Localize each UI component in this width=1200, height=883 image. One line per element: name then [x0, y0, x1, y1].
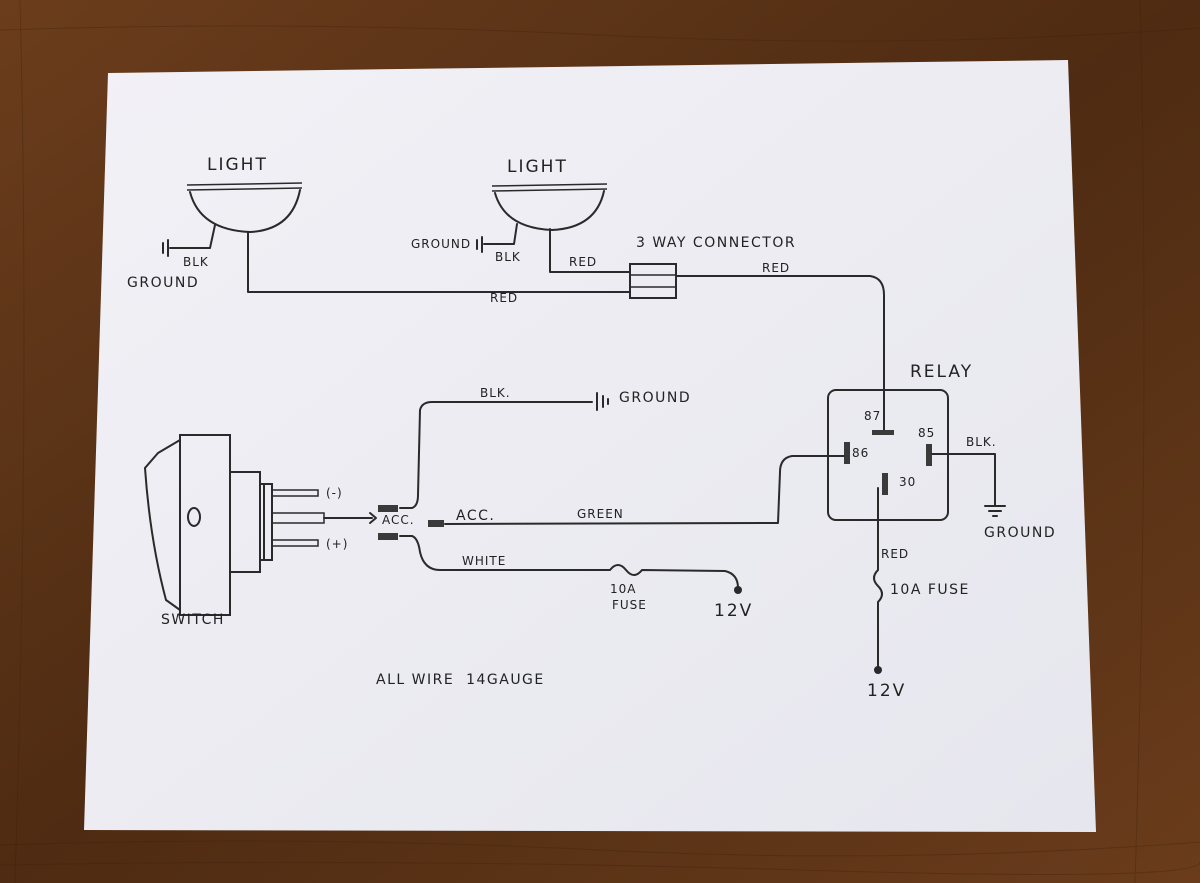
- blk-label-left: BLK: [183, 255, 209, 269]
- ground-label-mid: GROUND: [411, 237, 471, 251]
- relay-label: RELAY: [910, 362, 973, 382]
- switch-label: SWITCH: [161, 612, 225, 628]
- red-wire-to-relay-87: [675, 275, 885, 431]
- relay-pin-87: [872, 430, 894, 435]
- light-right-housing: [494, 190, 605, 231]
- battery-terminal-relay: [874, 666, 882, 674]
- relay-85-ground-wire: [931, 453, 996, 507]
- switch-prong-plus: [271, 539, 319, 547]
- red-label-relay: RED: [881, 547, 909, 561]
- three-way-connector: [629, 263, 677, 299]
- pin-85-label: 85: [918, 426, 935, 440]
- red-label-mid: RED: [569, 255, 597, 269]
- light-left-lens: [186, 182, 303, 186]
- white-label: WHITE: [462, 554, 506, 568]
- blk-label-switch: BLK.: [480, 386, 511, 400]
- fuse-label-left: FUSE: [612, 598, 647, 612]
- v12-label-left: 12V: [714, 601, 753, 621]
- acc-label-switch: ACC.: [382, 513, 415, 527]
- ground-label-relay: GROUND: [984, 525, 1056, 541]
- switch-terminal-power: [378, 533, 398, 540]
- paper-sheet: [84, 60, 1096, 832]
- connector-label: 3 WAY CONNECTOR: [636, 235, 796, 251]
- plus-label: (+): [326, 537, 348, 551]
- red-label-bottom: RED: [490, 291, 518, 305]
- blk-label-relay: BLK.: [966, 435, 997, 449]
- fuse-label-relay: 10A FUSE: [890, 582, 970, 598]
- relay-pin-30: [882, 473, 888, 495]
- v12-label-relay: 12V: [867, 681, 906, 701]
- green-label: GREEN: [577, 507, 624, 521]
- acc-wire-terminal: [428, 520, 444, 527]
- switch-indicator-icon: [187, 507, 201, 527]
- switch-terminal-ground: [378, 505, 398, 512]
- light-right-label: LIGHT: [507, 157, 568, 177]
- green-wire-acc-to-86: [444, 455, 845, 525]
- light-right-ground-wire: [483, 223, 518, 245]
- pin-30-label: 30: [899, 475, 916, 489]
- acc-label-wire: ACC.: [456, 508, 495, 524]
- switch-prong-minus: [271, 489, 319, 497]
- battery-terminal-switch: [734, 586, 742, 594]
- pin-86-label: 86: [852, 446, 869, 460]
- light-left-ground-wire: [169, 224, 216, 249]
- wire-gauge-note: ALL WIRE 14GAUGE: [376, 672, 545, 688]
- ground-label-left: GROUND: [127, 275, 199, 291]
- relay-30-fused-wire: [873, 487, 883, 669]
- fuse-amp-label-left: 10A: [610, 582, 636, 596]
- light-right-lens: [491, 183, 608, 187]
- switch-rocker: [143, 438, 181, 612]
- relay-pin-85: [926, 444, 932, 466]
- ground-label-switch: GROUND: [619, 390, 691, 406]
- light-left-housing: [189, 189, 301, 233]
- switch-blk-ground-wire: [399, 401, 593, 509]
- blk-label-mid: BLK: [495, 250, 521, 264]
- red-wire-left-light: [247, 231, 631, 293]
- white-fused-wire: [399, 535, 739, 589]
- light-left-label: LIGHT: [207, 155, 268, 175]
- red-label-top: RED: [762, 261, 790, 275]
- minus-label: (-): [326, 486, 343, 500]
- pin-87-label: 87: [864, 409, 881, 423]
- red-wire-right-light: [549, 228, 631, 273]
- relay-pin-86: [844, 442, 850, 464]
